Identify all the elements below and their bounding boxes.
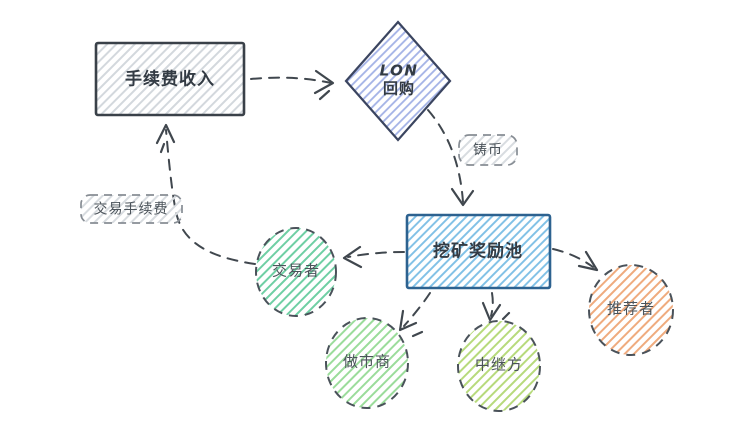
market-makers-label: 做市商 (342, 353, 392, 371)
mining-pool-label: 挖矿奖励池 (433, 241, 523, 261)
traders-circle-shape (255, 227, 337, 317)
fee-income-label: 手续费收入 (125, 69, 215, 89)
edge-mining-pool-to-relayers (481, 292, 511, 322)
edge-mining-pool-to-referrers (552, 248, 599, 272)
market-makers-circle-shape (325, 317, 409, 409)
lon-buyback-diamond-shape (344, 20, 452, 142)
relayers-label: 中继方 (474, 356, 524, 374)
mint-tag-label: 铸币 (473, 141, 503, 158)
mining-pool-box-shape (405, 213, 552, 290)
trading-fee-tag-shape (80, 194, 183, 224)
referrers-label: 推荐者 (606, 300, 656, 318)
lon-buyback-line2: 回购 (382, 80, 415, 97)
trading-fee-tag-label: 交易手续费 (93, 200, 169, 217)
edge-mining-pool-to-market-makers (398, 292, 431, 338)
edge-traders-to-fee-income (155, 123, 256, 265)
traders-label: 交易者 (271, 262, 321, 280)
edge-fee-income-to-lon-buyback (250, 69, 335, 101)
relayers-circle-shape (457, 320, 541, 412)
fee-income-box-shape (94, 41, 246, 117)
mint-tag-shape (458, 134, 518, 166)
referrers-circle-shape (588, 264, 674, 356)
edge-mining-pool-to-traders (342, 245, 405, 269)
edge-lon-buyback-to-mining-pool (427, 109, 475, 207)
lon-buyback-label: LON 回购 (380, 61, 419, 99)
lon-buyback-line1: LON (379, 61, 419, 80)
